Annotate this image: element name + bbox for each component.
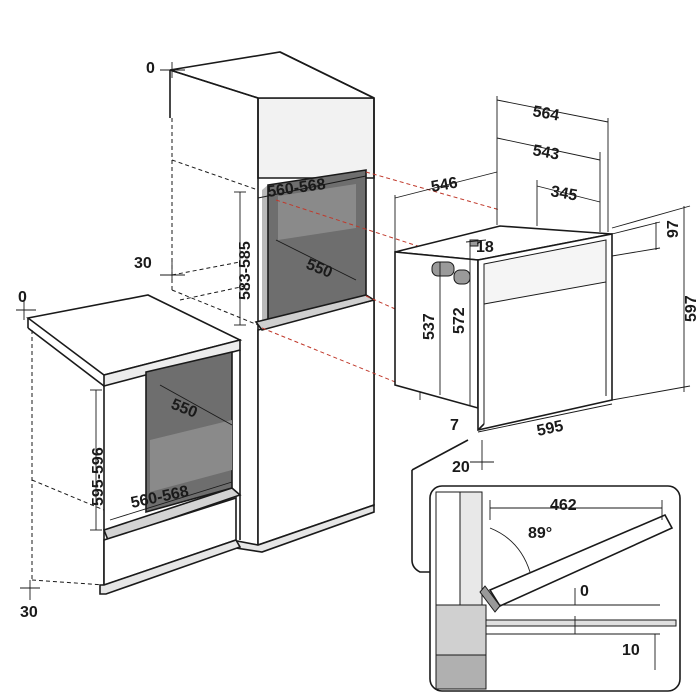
oven-top-height-label: 97	[665, 220, 682, 238]
door-width-label: 462	[550, 497, 577, 514]
oven-bottom-offset-label: 20	[452, 459, 470, 476]
undercounter-cabinet	[26, 294, 243, 595]
col-niche-height-label: 583-585	[237, 241, 254, 300]
uc-top-clearance-label: 0	[18, 289, 27, 306]
oven-front-height-label: 572	[451, 307, 468, 334]
dimension-labels: 0 30 560-568 583-585 550 0 30 595-596 55…	[18, 60, 700, 659]
oven-body-height-label: 537	[421, 313, 438, 340]
oven-side-depth-label: 546	[430, 175, 459, 196]
col-top-clearance-label: 0	[146, 60, 155, 77]
col-side-offset-label: 30	[134, 255, 152, 272]
oven-width-label: 595	[535, 418, 565, 440]
oven-bottom-gap-label: 7	[450, 417, 459, 434]
oven-rear-offset-label: 345	[549, 183, 578, 204]
column-dimensions	[160, 62, 367, 326]
undercounter-dimensions	[16, 300, 233, 600]
door-clearance-top-label: 0	[580, 583, 589, 600]
oven-top-gap-label: 18	[476, 239, 494, 256]
oven	[394, 225, 613, 431]
uc-niche-height-label: 595-596	[90, 447, 107, 506]
door-detail-inset	[411, 439, 681, 692]
uc-bottom-offset-label: 30	[20, 604, 38, 621]
oven-total-height-label: 597	[683, 295, 700, 322]
oven-overall-depth-label: 564	[531, 103, 560, 124]
oven-dimensions	[394, 96, 691, 470]
door-clearance-bottom-label: 10	[622, 642, 640, 659]
door-angle-label: 89°	[528, 525, 552, 542]
oven-body-depth-label: 543	[531, 142, 560, 163]
